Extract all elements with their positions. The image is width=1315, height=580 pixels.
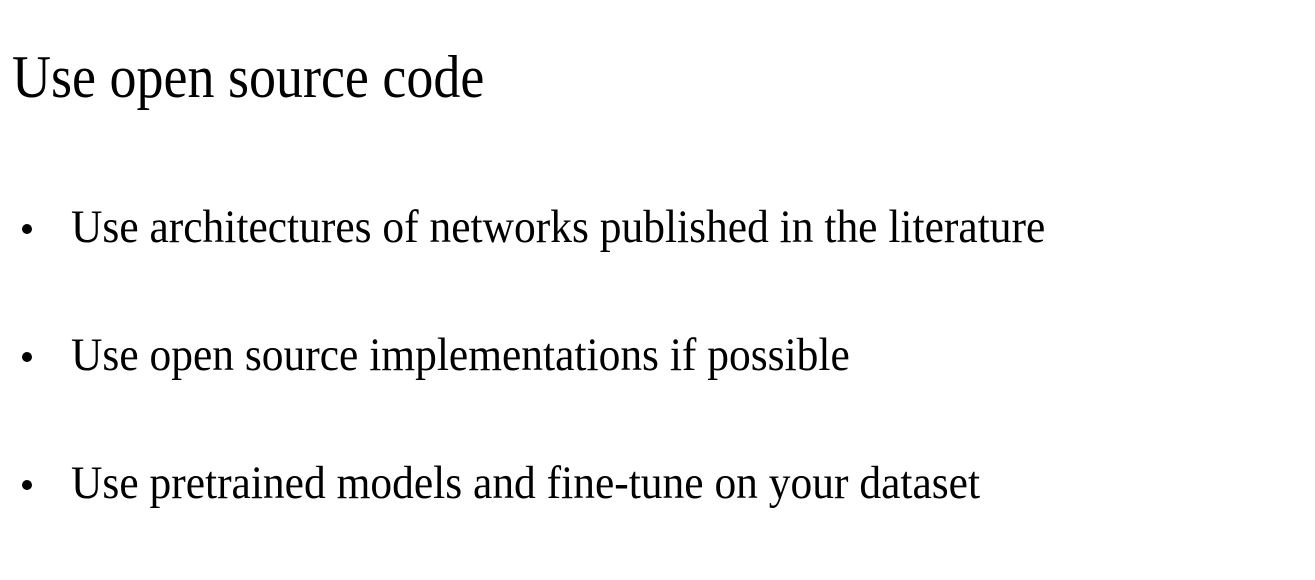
bullet-point-icon — [22, 480, 32, 490]
bullet-point-icon — [22, 224, 32, 234]
slide-title: Use open source code — [12, 44, 485, 111]
bullet-text: Use open source implementations if possi… — [71, 329, 850, 381]
bullet-text: Use architectures of networks published … — [71, 201, 1046, 253]
bullet-point-icon — [22, 352, 32, 362]
list-item: Use architectures of networks published … — [0, 196, 1315, 324]
list-item: Use open source implementations if possi… — [0, 324, 1315, 452]
presentation-slide: Use open source code Use architectures o… — [12, 44, 1046, 509]
bullet-text: Use pretrained models and fine-tune on y… — [71, 457, 981, 509]
bullet-list: Use architectures of networks published … — [0, 196, 1315, 580]
list-item: Use pretrained models and fine-tune on y… — [0, 452, 1315, 580]
